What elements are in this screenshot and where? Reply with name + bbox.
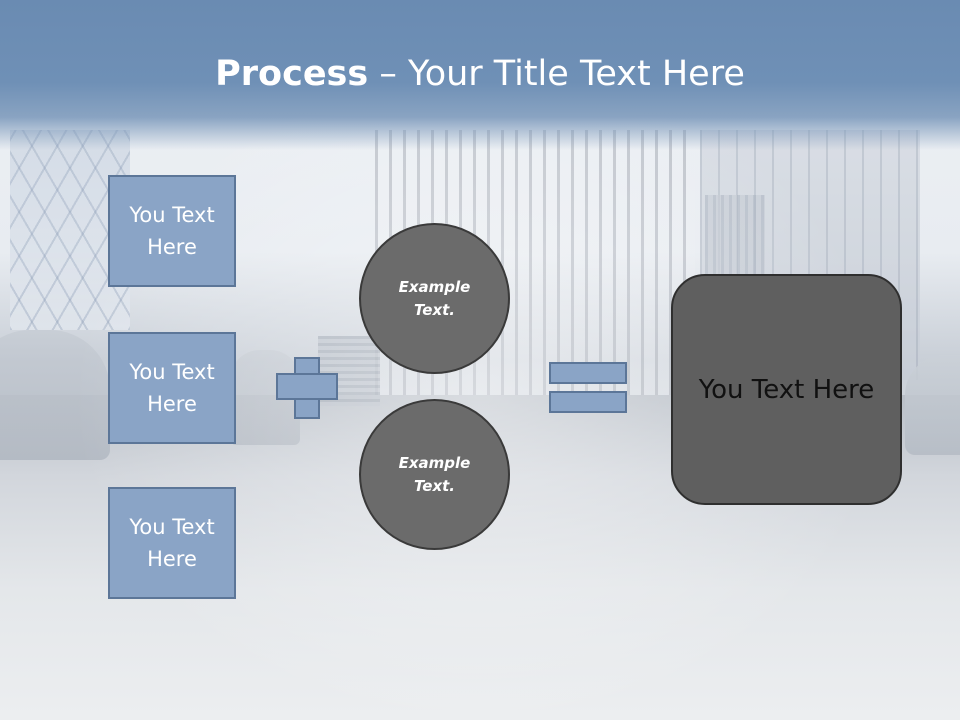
background-chair-right xyxy=(905,355,960,455)
circle-2[interactable]: Example Text. xyxy=(359,399,510,550)
text-box-3-label: You Text Here xyxy=(129,515,215,571)
text-box-1[interactable]: You Text Here xyxy=(108,175,236,287)
result-box-label: You Text Here xyxy=(698,374,875,405)
circle-2-label: Example Text. xyxy=(398,453,471,495)
slide-title-rest: – Your Title Text Here xyxy=(368,54,745,94)
text-box-2[interactable]: You Text Here xyxy=(108,332,236,444)
title-bar xyxy=(0,0,960,150)
circle-1[interactable]: Example Text. xyxy=(359,223,510,374)
equals-icon-top-bar xyxy=(549,362,627,384)
plus-icon-center xyxy=(296,375,318,398)
background-chair-left xyxy=(0,330,110,460)
equals-icon-bottom-bar xyxy=(549,391,627,413)
text-box-3[interactable]: You Text Here xyxy=(108,487,236,599)
result-box[interactable]: You Text Here xyxy=(671,274,902,505)
slide-title[interactable]: Process – Your Title Text Here xyxy=(0,52,960,96)
text-box-1-label: You Text Here xyxy=(129,203,215,259)
slide-title-bold: Process xyxy=(215,54,369,94)
background-building xyxy=(705,195,765,285)
text-box-2-label: You Text Here xyxy=(129,360,215,416)
circle-1-label: Example Text. xyxy=(398,277,471,319)
